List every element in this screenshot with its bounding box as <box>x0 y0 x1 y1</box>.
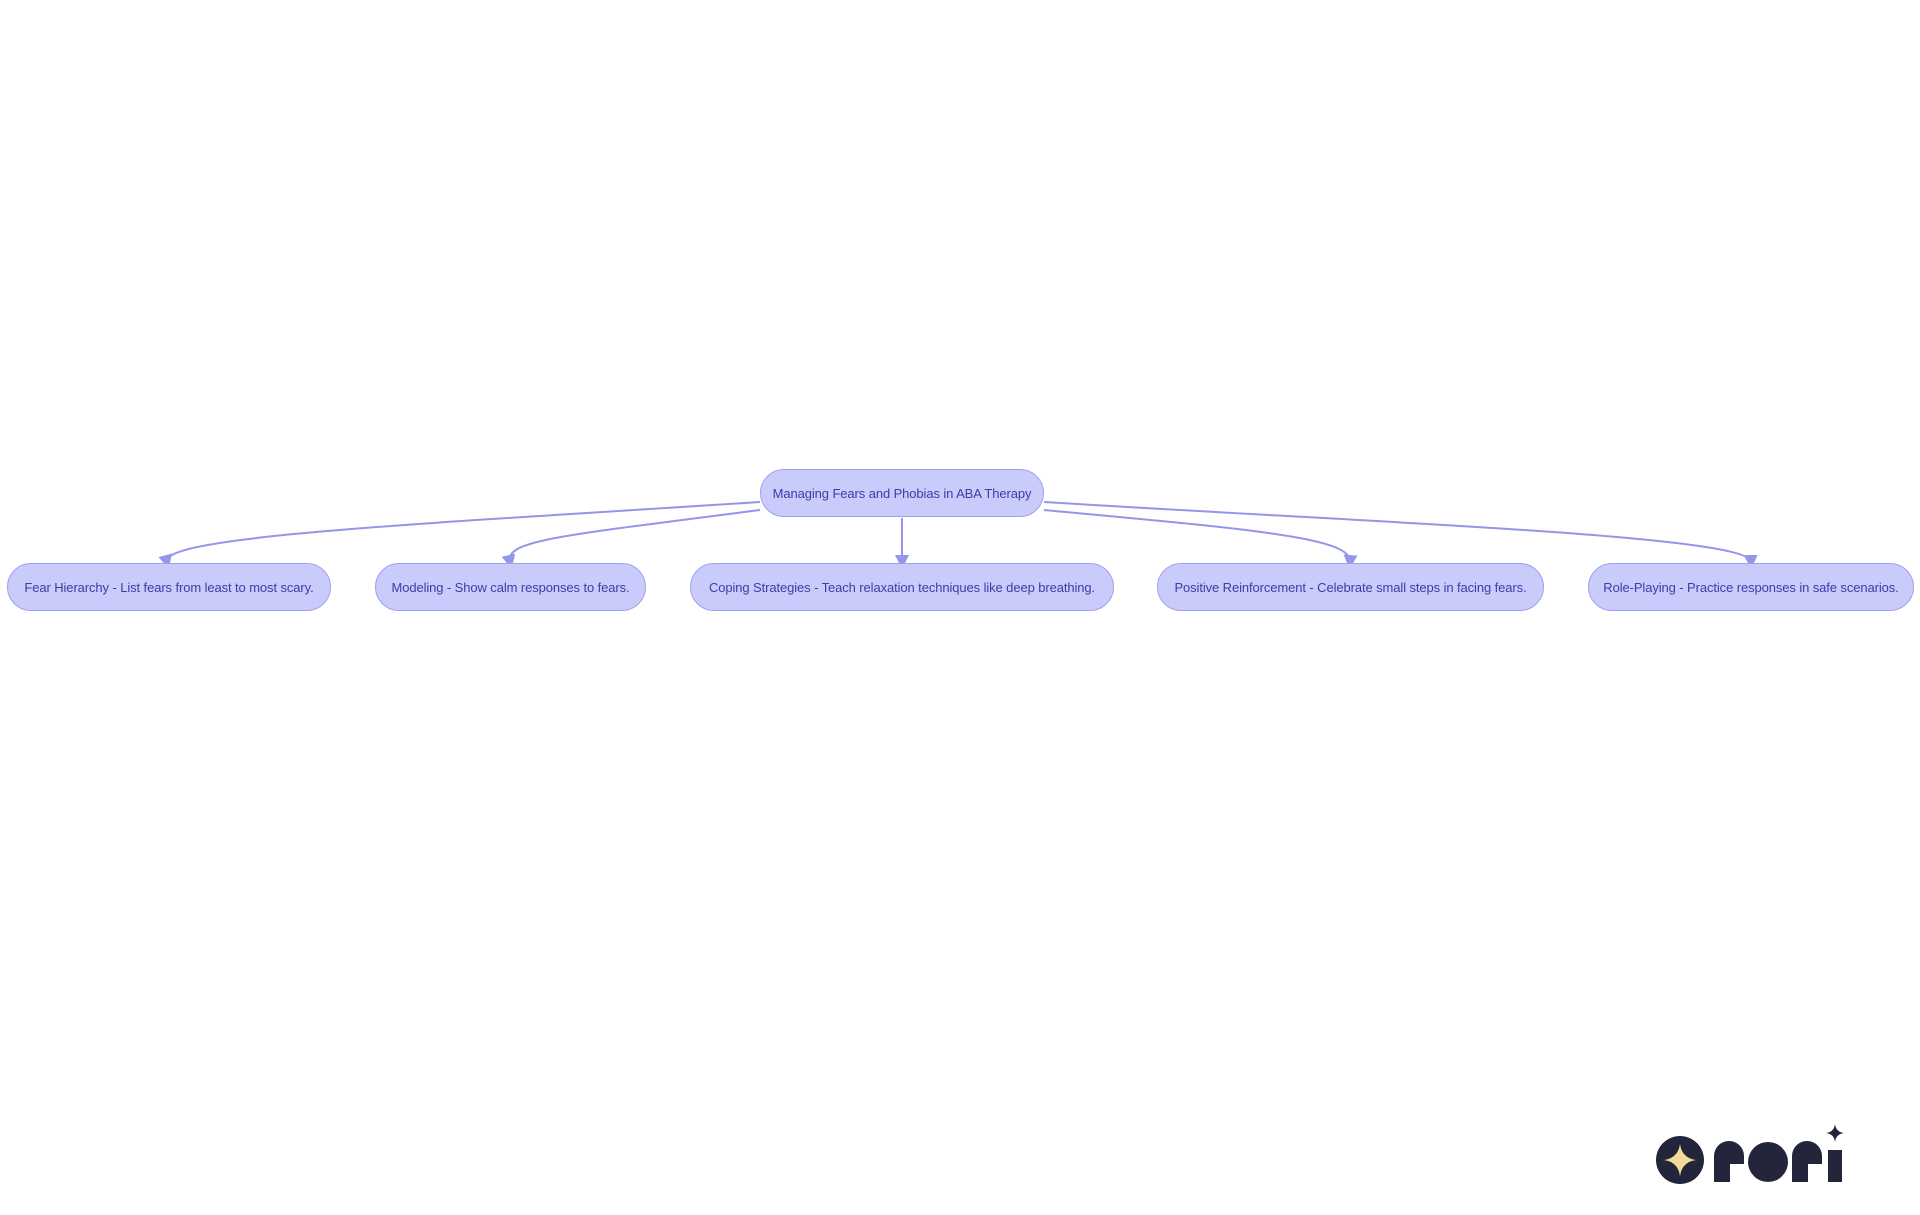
logo-letter-r-2 <box>1792 1141 1822 1182</box>
root-node[interactable]: Managing Fears and Phobias in ABA Therap… <box>760 469 1044 517</box>
rori-logo <box>1656 1124 1844 1184</box>
node-modeling-label: Modeling - Show calm responses to fears. <box>391 579 630 595</box>
root-node-label: Managing Fears and Phobias in ABA Therap… <box>772 485 1032 501</box>
logo-letter-i <box>1828 1150 1842 1182</box>
edge-modeling <box>501 509 761 569</box>
node-modeling[interactable]: Modeling - Show calm responses to fears. <box>375 563 646 611</box>
node-coping-strategies[interactable]: Coping Strategies - Teach relaxation tec… <box>690 563 1114 611</box>
node-role-playing-label: Role-Playing - Practice responses in saf… <box>1603 579 1899 595</box>
edge-fear-hierarchy <box>158 501 761 569</box>
logo-letter-o <box>1748 1142 1788 1182</box>
node-positive-reinforcement-label: Positive Reinforcement - Celebrate small… <box>1174 579 1527 595</box>
node-positive-reinforcement[interactable]: Positive Reinforcement - Celebrate small… <box>1157 563 1544 611</box>
edge-positive-reinforcement <box>1043 509 1358 569</box>
node-coping-strategies-label: Coping Strategies - Teach relaxation tec… <box>708 579 1096 595</box>
logo-small-star-icon <box>1826 1124 1844 1142</box>
node-fear-hierarchy-label: Fear Hierarchy - List fears from least t… <box>24 579 314 595</box>
node-role-playing[interactable]: Role-Playing - Practice responses in saf… <box>1588 563 1914 611</box>
node-fear-hierarchy[interactable]: Fear Hierarchy - List fears from least t… <box>7 563 331 611</box>
edge-role-playing <box>1043 501 1758 569</box>
logo-star-icon <box>1664 1144 1696 1176</box>
logo-letter-r-1 <box>1714 1141 1744 1182</box>
